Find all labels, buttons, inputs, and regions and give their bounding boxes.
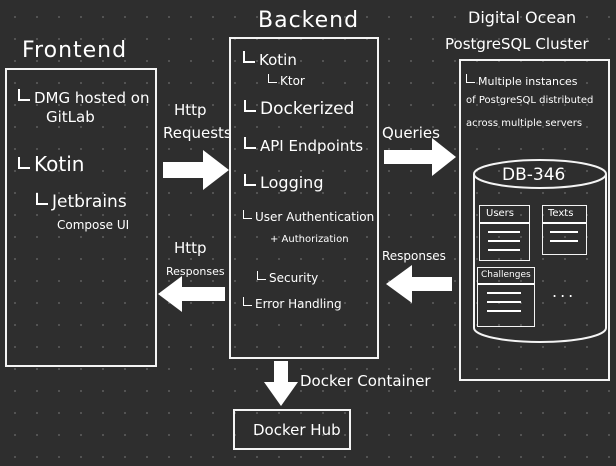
- table-row-line: [550, 240, 578, 242]
- arrow-hook-icon: [268, 74, 277, 83]
- arrow-hook-icon: [36, 193, 48, 205]
- docker-hub-label: Docker Hub: [253, 421, 341, 439]
- arrow-hook-icon: [244, 100, 256, 112]
- backend-item-error: Error Handling: [243, 297, 342, 310]
- arrow-hook-icon: [18, 157, 30, 169]
- frontend-item-kotin: Kotin: [18, 154, 84, 174]
- http-responses-label-2: Responses: [166, 265, 225, 278]
- cluster-title-line1: Digital Ocean: [468, 8, 577, 27]
- backend-item-authorization: + Authorization: [270, 234, 349, 245]
- frontend-box: [5, 68, 157, 367]
- table-challenges: Challenges: [477, 267, 535, 327]
- arrow-hook-icon: [243, 51, 255, 63]
- table-row-line: [550, 231, 578, 233]
- table-row-line: [488, 231, 520, 233]
- arrow-hook-icon: [466, 74, 475, 83]
- arrow-hook-icon: [18, 89, 30, 101]
- backend-item-ktor: Ktor: [268, 74, 305, 87]
- table-row-line: [487, 292, 521, 294]
- http-requests-arrow: [163, 150, 229, 190]
- arrow-hook-icon: [244, 174, 256, 186]
- responses-label: Responses: [382, 249, 446, 263]
- arrow-hook-icon: [244, 137, 256, 149]
- queries-label: Queries: [382, 124, 440, 142]
- backend-item-security: Security: [257, 271, 318, 284]
- docker-container-arrow: [264, 361, 298, 406]
- queries-arrow: [384, 138, 456, 176]
- docker-container-label: Docker Container: [300, 372, 431, 390]
- backend-box: [229, 37, 379, 359]
- backend-title: Backend: [258, 8, 360, 33]
- frontend-item-dmg: DMG hosted on: [18, 89, 149, 106]
- arrow-hook-icon: [243, 297, 252, 306]
- db-name: DB-346: [502, 165, 566, 185]
- arrow-hook-icon: [257, 271, 266, 280]
- table-texts-divider: [543, 222, 586, 224]
- table-texts: Texts: [542, 205, 587, 255]
- table-users-title: Users: [486, 208, 515, 219]
- table-row-line: [487, 301, 521, 303]
- table-texts-title: Texts: [548, 208, 574, 219]
- frontend-item-jetbrains: Jetbrains: [36, 193, 127, 211]
- backend-item-auth: User Authentication: [243, 210, 374, 223]
- docker-hub-box: [233, 409, 351, 450]
- backend-item-logging: Logging: [244, 174, 323, 191]
- frontend-item-gitlab: GitLab: [46, 108, 95, 126]
- http-responses-label-1: Http: [174, 239, 207, 257]
- table-users: Users: [479, 205, 530, 261]
- backend-item-kotin: Kotin: [243, 51, 297, 68]
- http-responses-arrow: [158, 276, 225, 312]
- cluster-desc-line2: of PostgreSQL distributed: [466, 95, 594, 106]
- table-row-line: [488, 249, 520, 251]
- table-challenges-divider: [478, 283, 534, 285]
- table-row-line: [488, 240, 520, 242]
- cluster-title-line2: PostgreSQL Cluster: [445, 35, 589, 53]
- table-users-divider: [480, 222, 529, 224]
- http-requests-label-2: Requests: [163, 124, 232, 142]
- backend-item-dockerized: Dockerized: [244, 100, 354, 118]
- table-challenges-title: Challenges: [481, 270, 531, 280]
- database-cylinder: [473, 159, 607, 343]
- cluster-desc-line1: Multiple instances: [466, 74, 578, 87]
- frontend-title: Frontend: [22, 38, 128, 63]
- more-tables-indicator: ...: [552, 282, 577, 301]
- responses-arrow: [386, 265, 452, 303]
- arrow-hook-icon: [243, 210, 252, 219]
- cluster-box: [459, 59, 610, 381]
- backend-item-api: API Endpoints: [244, 137, 363, 154]
- cluster-desc-line3: across multiple servers: [466, 118, 583, 129]
- table-row-line: [487, 310, 521, 312]
- frontend-item-compose: Compose UI: [57, 218, 130, 232]
- http-requests-label-1: Http: [174, 101, 207, 119]
